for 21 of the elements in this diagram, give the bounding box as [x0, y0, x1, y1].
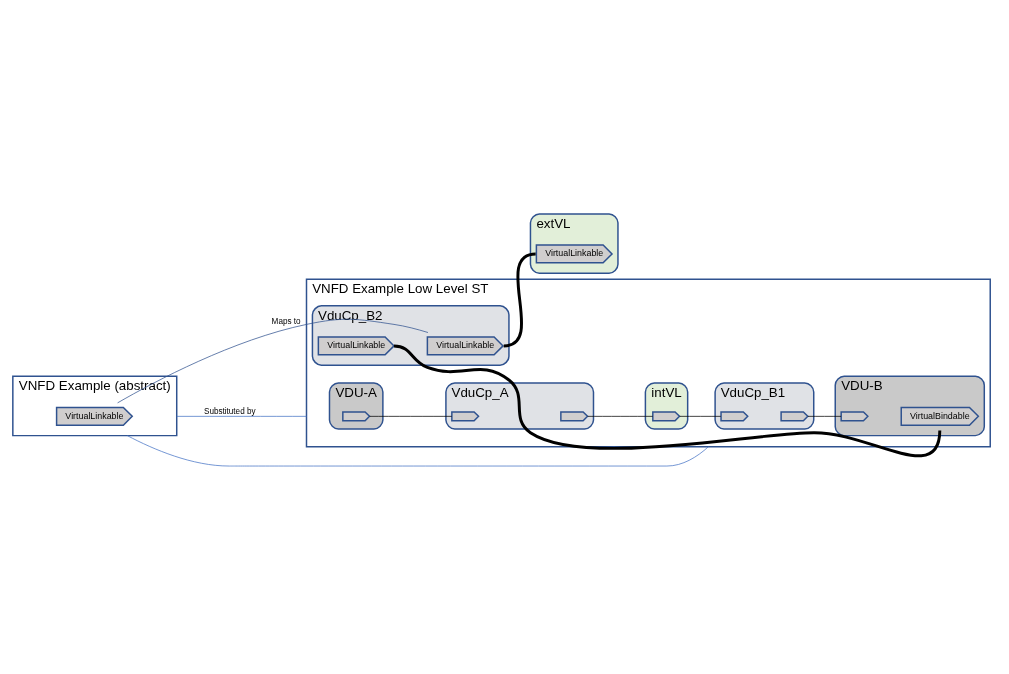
connector [176, 416, 307, 417]
connector [369, 416, 453, 417]
cluster: intVL [644, 382, 689, 430]
cluster: VDU-A [328, 382, 384, 430]
edge-label: Substituted by [203, 406, 256, 416]
node-chevron [560, 411, 589, 422]
connector [126, 435, 709, 467]
node-chevron [780, 411, 809, 422]
node-chevron [451, 411, 480, 422]
node-chevron [342, 411, 371, 422]
cluster: VduCp_B1 [714, 382, 815, 430]
node-chevron [720, 411, 749, 422]
connector [679, 416, 722, 417]
node-chevron [652, 411, 681, 422]
edge-label: Maps to [271, 317, 301, 327]
connector [117, 318, 429, 404]
node-chevron [840, 411, 869, 422]
connector [587, 416, 654, 417]
cluster: VduCp_A [445, 382, 595, 430]
connector [807, 416, 842, 417]
connector [393, 344, 942, 458]
